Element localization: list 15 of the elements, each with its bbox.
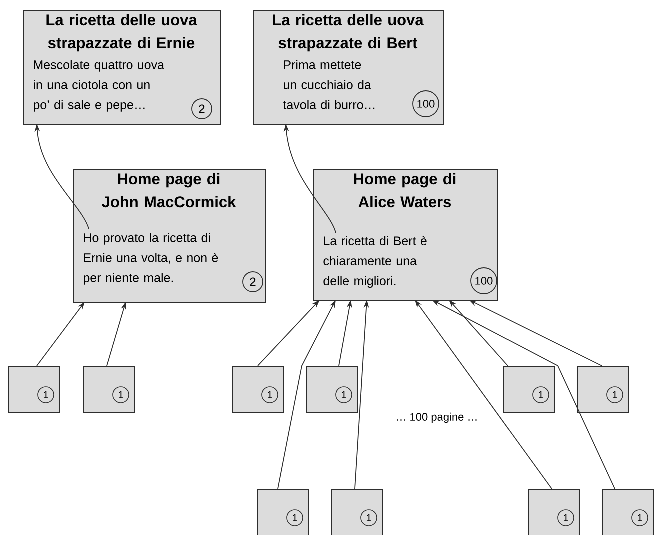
page-box: La ricetta delle uova strapazzate di Ernie Mescolate quattro uova in una ciotola con un po’ di sale e pepe… 2	[23, 10, 222, 126]
page-count-label: … 100 pagine …	[397, 412, 477, 424]
page-box: Home page di Alice Waters La ricetta di Bert è chiaramente una delle migliori. 100	[313, 169, 498, 302]
page-box: 1	[503, 366, 556, 414]
page-box: Home page di John MacCormick Ho provato la ricetta di Ernie una volta, e non è per niente male. 2	[73, 169, 266, 304]
page-box: 1	[83, 366, 136, 414]
page-box: 1	[232, 366, 284, 414]
page-box: 1	[577, 366, 630, 414]
page-box: 1	[306, 366, 358, 414]
page-box: 1	[528, 489, 580, 535]
page-box: La ricetta delle uova strapazzate di Bert Prima mettete un cucchiaio da tavola di burro… 100	[253, 10, 444, 126]
page-box: 1	[602, 489, 654, 535]
page-box: 1	[8, 366, 60, 414]
page-box: 1	[331, 489, 384, 535]
page-box: 1	[257, 489, 310, 535]
